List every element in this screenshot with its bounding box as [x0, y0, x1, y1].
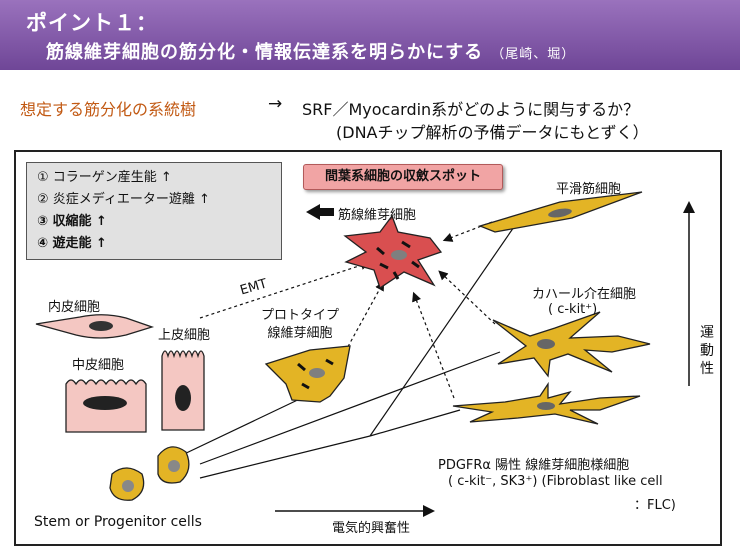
- pdgfr-markers-label: ( c-kit⁻, SK3⁺) (Fibroblast like cell: [448, 474, 663, 489]
- authors: （尾崎、堀）: [491, 47, 576, 62]
- question-label: 想定する筋分化の系統樹: [20, 100, 197, 119]
- lineage-line-flc: [369, 409, 461, 437]
- mesothelial-label: 中皮細胞: [72, 358, 125, 373]
- legend-item-inflammation: ② 炎症メディエーター遊離 ↑: [37, 192, 210, 207]
- right-arrow-icon: →: [268, 94, 283, 114]
- subtitle-text: 筋線維芽細胞の筋分化・情報伝達系を明らかにする: [46, 42, 484, 63]
- lineage-line-trunk: [369, 223, 517, 437]
- smooth-muscle-cell: [478, 191, 643, 233]
- convergence-spot-label: 間葉系細胞の収斂スポット: [303, 164, 503, 190]
- diagram-frame: [14, 150, 722, 546]
- myofibroblast-cell: [343, 214, 443, 290]
- x-axis-label: 電気的興奮性: [332, 521, 411, 536]
- bold-left-arrow-icon: [306, 204, 334, 220]
- lineage-line-stem-lower: [199, 435, 371, 479]
- stem-cell-lower: [109, 467, 145, 501]
- epithelial-label: 上皮細胞: [158, 328, 211, 343]
- pdgfr-label: PDGFRα 陽性 線維芽細胞様細胞: [438, 458, 630, 473]
- prototype-fibroblast-cell: [264, 345, 351, 403]
- flc-cell: [452, 381, 641, 425]
- point-title: ポイント１：: [26, 11, 158, 35]
- cajal-cell: [492, 311, 651, 378]
- cajal-label: カハール介在細胞: [532, 287, 637, 302]
- endothelial-label: 内皮細胞: [48, 300, 101, 315]
- legend-item-migration: ④ 遊走能 ↑: [37, 236, 107, 251]
- stem-cell-upper: [157, 446, 190, 484]
- legend-item-collagen: ① コラーゲン産生能 ↑: [37, 170, 172, 185]
- smooth-muscle-label: 平滑筋細胞: [556, 182, 622, 197]
- epithelial-cell: [161, 350, 205, 431]
- stem-cells-label: Stem or Progenitor cells: [34, 514, 202, 530]
- endothelial-cell: [35, 314, 155, 339]
- prototype-label-line1: プロトタイプ: [260, 308, 339, 323]
- prototype-label-line2: 線維芽細胞: [267, 326, 333, 341]
- title-banner: ポイント１： 筋線維芽細胞の筋分化・情報伝達系を明らかにする （尾崎、堀）: [0, 0, 740, 70]
- flc-label: ：FLC): [634, 498, 676, 513]
- arrow-flc-to-myofibroblast: [412, 291, 455, 399]
- point-subtitle: 筋線維芽細胞の筋分化・情報伝達系を明らかにする （尾崎、堀）: [46, 38, 575, 64]
- y-axis-label: 運動性: [700, 325, 714, 377]
- arrow-proto-to-myofibroblast: [344, 280, 385, 353]
- lineage-line-stem-upper: [199, 351, 501, 465]
- function-legend: ① コラーゲン産生能 ↑ ② 炎症メディエーター遊離 ↑ ③ 収縮能 ↑ ④ 遊…: [26, 162, 282, 260]
- lineage-line-stem-proto: [179, 395, 307, 457]
- question-text: SRF／Myocardin系がどのように関与するか？: [302, 100, 640, 119]
- question-note: (DNAチップ解析の予備データにもとずく）: [336, 123, 649, 142]
- mesothelial-cell: [65, 379, 147, 433]
- arrow-cajal-to-myofibroblast: [438, 270, 496, 325]
- cajal-marker-label: ( c-kit⁺): [548, 302, 598, 317]
- myofibroblast-label: 筋線維芽細胞: [338, 208, 417, 223]
- legend-item-contraction: ③ 収縮能 ↑: [37, 214, 107, 229]
